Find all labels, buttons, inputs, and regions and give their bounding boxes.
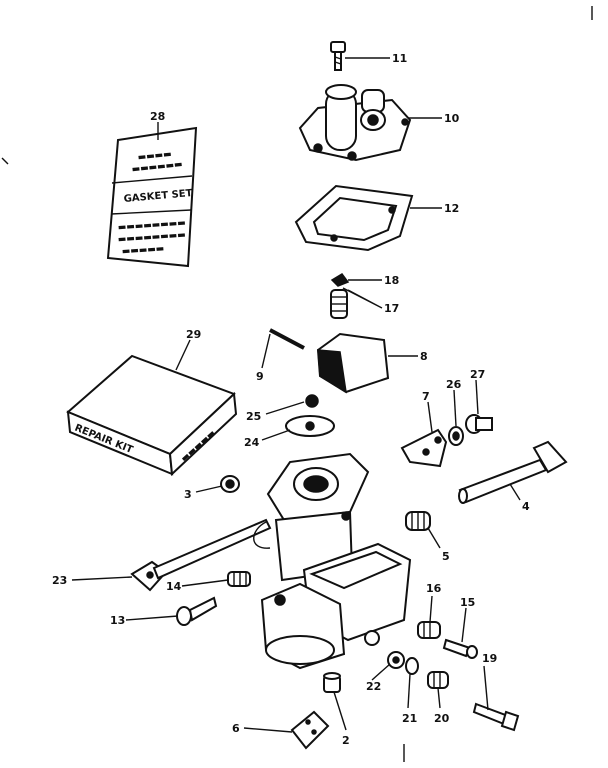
part-2-drain-plug bbox=[323, 672, 341, 693]
callout-28: 28 bbox=[150, 110, 165, 123]
part-27-screw bbox=[465, 414, 493, 434]
callout-2: 2 bbox=[342, 734, 350, 747]
callout-27: 27 bbox=[470, 368, 485, 381]
callout-19: 19 bbox=[482, 652, 497, 665]
callout-5: 5 bbox=[442, 550, 450, 563]
callout-14: 14 bbox=[166, 580, 182, 593]
part-11-screw bbox=[330, 41, 346, 71]
carburetor-body bbox=[260, 452, 412, 670]
callout-25: 25 bbox=[246, 410, 261, 423]
svg-text:▬▬▬▬▬: ▬▬▬▬▬ bbox=[122, 244, 165, 257]
callout-11: 11 bbox=[392, 52, 407, 65]
callout-17: 17 bbox=[384, 302, 399, 315]
part-13-mixture-screw bbox=[176, 596, 218, 626]
part-14-spring bbox=[227, 571, 251, 587]
part-21-washer bbox=[405, 657, 419, 675]
part-12-gasket bbox=[294, 184, 414, 252]
callout-29: 29 bbox=[186, 328, 201, 341]
part-22-washer bbox=[387, 651, 405, 669]
callout-12: 12 bbox=[444, 202, 459, 215]
callout-23: 23 bbox=[52, 574, 67, 587]
part-10-cover bbox=[298, 84, 412, 162]
part-9-pin bbox=[269, 328, 305, 350]
callout-13: 13 bbox=[110, 614, 125, 627]
part-26-washer bbox=[448, 426, 464, 446]
svg-text:▬▬▬▬: ▬▬▬▬ bbox=[137, 149, 172, 163]
part-28-gasket-set-card: ▬▬▬▬ ▬▬▬▬▬▬ GASKET SET ▬▬▬▬▬▬▬▬ ▬▬▬▬▬▬▬▬… bbox=[106, 126, 198, 268]
callout-9: 9 bbox=[256, 370, 264, 383]
part-18-needle bbox=[330, 273, 350, 287]
part-25-plug bbox=[305, 394, 319, 408]
callout-18: 18 bbox=[384, 274, 399, 287]
callout-6: 6 bbox=[232, 722, 240, 735]
part-29-repair-kit-box: REPAIR KIT ▬▬▬▬▬ bbox=[66, 354, 238, 477]
callout-7: 7 bbox=[422, 390, 430, 403]
callout-10: 10 bbox=[444, 112, 460, 125]
svg-text:▬▬▬▬▬▬▬▬: ▬▬▬▬▬▬▬▬ bbox=[118, 218, 187, 233]
part-16-spring bbox=[417, 621, 441, 639]
part-19-needle-screw bbox=[472, 702, 520, 732]
edge-mark bbox=[1, 157, 9, 165]
callout-22: 22 bbox=[366, 680, 381, 693]
part-6-plate bbox=[290, 710, 330, 750]
callout-3: 3 bbox=[184, 488, 192, 501]
callout-26: 26 bbox=[446, 378, 462, 391]
part-4-throttle-shaft bbox=[458, 440, 568, 504]
callout-8: 8 bbox=[420, 350, 428, 363]
callout-24: 24 bbox=[244, 436, 260, 449]
part-8-float bbox=[316, 332, 390, 394]
part-23-choke-shaft bbox=[130, 518, 272, 592]
callout-15: 15 bbox=[460, 596, 475, 609]
part-15-screw bbox=[442, 638, 478, 659]
part-17-seat bbox=[330, 289, 348, 319]
svg-text:▬▬▬▬▬▬▬▬: ▬▬▬▬▬▬▬▬ bbox=[118, 230, 187, 245]
callout-21: 21 bbox=[402, 712, 417, 725]
callouts: 11 10 28 12 18 17 29 9 8 7 26 27 25 24 3… bbox=[52, 52, 530, 747]
callout-4: 4 bbox=[522, 500, 530, 513]
part-5-spring bbox=[405, 511, 431, 531]
part-3-plug bbox=[220, 475, 240, 493]
leader-lines bbox=[71, 57, 521, 733]
callout-16: 16 bbox=[426, 582, 442, 595]
part-20-spring bbox=[427, 671, 449, 689]
callout-20: 20 bbox=[434, 712, 450, 725]
part-24-diaphragm bbox=[285, 415, 335, 437]
part-7-lever bbox=[400, 428, 448, 468]
